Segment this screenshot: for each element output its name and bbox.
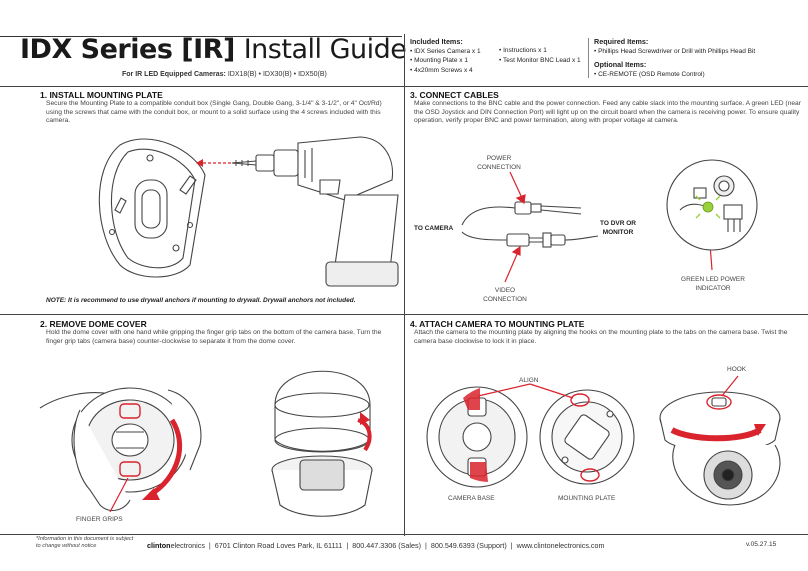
section-4-title: 4. ATTACH CAMERA TO MOUNTING PLATE: [410, 319, 585, 329]
page-title: IDX Series [IR] Install Guide: [20, 34, 407, 65]
cable-drawing: [461, 201, 599, 248]
section-1-body: Secure the Mounting Plate to a compatibl…: [46, 100, 382, 125]
section-2-body: Hold the dome cover with one hand while …: [46, 329, 382, 345]
subtitle-label: For IR LED Equipped Cameras:: [122, 71, 226, 78]
drill-drawing: [255, 136, 399, 287]
hook-highlight: [706, 394, 732, 410]
footer-sales: 800.447.3306 (Sales): [352, 541, 421, 550]
mounting-plate-label: MOUNTING PLATE: [558, 495, 616, 502]
footer-rule: [0, 534, 808, 535]
dome-separation-drawing: [271, 370, 373, 517]
included-items: Included Items: IDX Series Camera x 1 Mo…: [410, 37, 500, 75]
power-connection-label: POWER CONNECTION: [477, 155, 521, 171]
included-item: Instructions x 1: [499, 46, 589, 56]
camera-assembly-drawing: [659, 391, 781, 506]
footer-website[interactable]: www.clintonelectronics.com: [516, 541, 605, 550]
green-led-label: GREEN LED POWER INDICATOR: [681, 276, 745, 292]
brand-bold: clinton: [147, 541, 171, 550]
included-heading: Included Items:: [410, 37, 463, 46]
align-label: ALIGN: [519, 377, 539, 384]
included-item: IDX Series Camera x 1: [410, 47, 500, 57]
version-label: v.05.27.15: [746, 541, 777, 548]
page-subtitle: For IR LED Equipped Cameras: IDX18(B) • …: [122, 71, 327, 78]
grip-highlight: [119, 403, 141, 419]
section-3-title: 3. CONNECT CABLES: [410, 90, 499, 100]
included-item: Test Monitor BNC Lead x 1: [499, 56, 589, 66]
to-dvr-label: TO DVR OR MONITOR: [600, 220, 636, 236]
arrow-ccw-icon: [142, 488, 160, 500]
optional-heading: Optional Items:: [594, 60, 647, 69]
hook-highlight: [580, 468, 600, 482]
center-divider: [404, 34, 405, 536]
align-marker: [463, 388, 480, 410]
optional-item: CE-REMOTE (OSD Remote Control): [594, 70, 804, 80]
mounting-plate-top-drawing: [539, 389, 635, 485]
brand-light: electronics: [170, 541, 205, 550]
section-2-title: 2. REMOVE DOME COVER: [40, 319, 147, 329]
header-rule: [0, 36, 402, 37]
title-bold: IDX Series [IR]: [20, 34, 235, 65]
camera-base-label: CAMERA BASE: [448, 495, 495, 502]
grips-pointer: [109, 477, 129, 513]
finger-grips-label: FINGER GRIPS: [76, 516, 123, 523]
to-camera-label: TO CAMERA: [414, 225, 454, 232]
hook-highlight: [570, 393, 590, 407]
mounting-plate-drawing: [98, 138, 206, 278]
green-led-icon: [695, 195, 721, 219]
middle-rule: [0, 314, 808, 315]
section-4-body: Attach the camera to the mounting plate …: [414, 329, 788, 345]
align-pointer: [529, 383, 574, 399]
align-pointer: [477, 383, 531, 397]
section-3-body: Make connections to the BNC cable and th…: [414, 100, 801, 125]
footer-address: 6701 Clinton Road Loves Park, IL 61111: [214, 541, 343, 550]
rotate-arrow: [148, 418, 183, 498]
required-heading: Required Items:: [594, 37, 649, 46]
twist-arrow: [670, 427, 762, 442]
section-1-title: 1. INSTALL MOUNTING PLATE: [40, 90, 163, 100]
header-divider: [588, 38, 589, 78]
footnote: *Information in this document is subject…: [36, 536, 134, 549]
hook-label: HOOK: [727, 366, 747, 373]
brand-logo: clintonelectronics: [147, 541, 205, 550]
footer-bar: clintonelectronics | 6701 Clinton Road L…: [147, 541, 605, 550]
included-items-col2: Instructions x 1 Test Monitor BNC Lead x…: [499, 46, 589, 65]
header-bottom-rule: [0, 86, 808, 87]
align-marker: [470, 462, 488, 482]
arrow-left-icon: [196, 159, 203, 167]
hook-pointer: [721, 375, 739, 397]
included-item: Mounting Plate x 1: [410, 56, 500, 66]
camera-base-in-hands: [39, 387, 202, 511]
footer-support: 800.549.6393 (Support): [430, 541, 507, 550]
title-light: Install Guide: [243, 34, 407, 65]
arrow-clockwise-icon: [754, 424, 766, 436]
section-1-note: NOTE: It is recommend to use drywall anc…: [46, 297, 356, 304]
video-connection-label: VIDEO CONNECTION: [483, 287, 527, 303]
arrow-cw-icon: [360, 412, 370, 425]
subtitle-models: IDX18(B) • IDX30(B) • IDX50(B): [227, 71, 327, 78]
required-item: Phillips Head Screwdriver or Drill with …: [594, 47, 804, 57]
required-items: Required Items: Phillips Head Screwdrive…: [594, 37, 804, 79]
included-item: 4x20mm Screws x 4: [410, 66, 500, 76]
grip-highlight: [119, 461, 141, 477]
